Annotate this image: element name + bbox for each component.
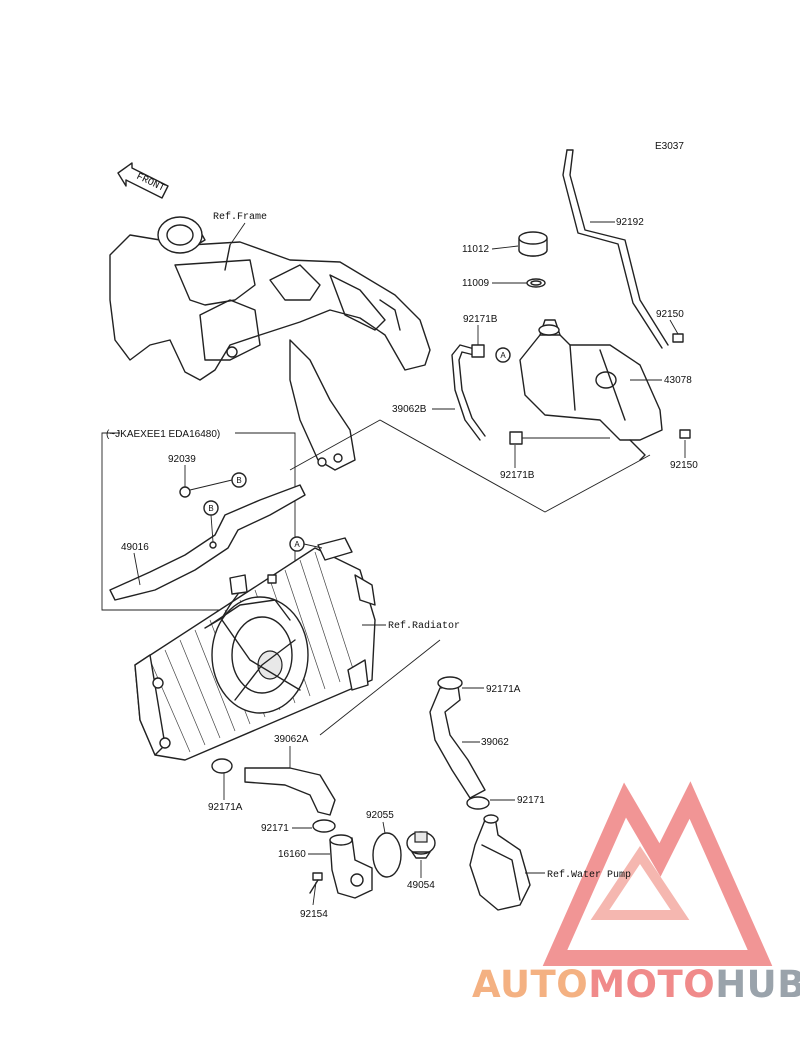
- hose-39062: [429, 685, 486, 799]
- part-43078: 43078: [664, 375, 692, 386]
- radiator-ref-label: Ref.Radiator: [388, 620, 460, 632]
- oring-92055: [372, 832, 402, 878]
- watermark-part-hub: HUB: [715, 963, 800, 1006]
- routing-line-lower: [319, 639, 441, 736]
- svg-text:B: B: [208, 504, 213, 513]
- bracket-49016: [109, 484, 306, 601]
- bolt-92150-top: [672, 333, 684, 343]
- reservoir-tank: [519, 319, 663, 461]
- part-92171B-top: 92171B: [463, 314, 498, 325]
- watermark-part-moto: MOTO: [588, 963, 716, 1006]
- svg-text:A: A: [294, 540, 300, 549]
- routing-line-upper: [289, 419, 651, 513]
- clamp-92171A-left: [211, 758, 233, 774]
- serial-note-box: [101, 432, 296, 611]
- part-92150-bottom: 92150: [670, 460, 698, 471]
- frame-ref-label: Ref.Frame: [213, 211, 267, 223]
- overflow-hose: [566, 149, 669, 346]
- part-16160: 16160: [278, 849, 306, 860]
- part-92150-top: 92150: [656, 309, 684, 320]
- part-39062A: 39062A: [274, 734, 309, 745]
- part-92154: 92154: [300, 909, 328, 920]
- water-pump: [469, 814, 531, 911]
- watermark-wordmark: AUTOMOTOHUB: [472, 963, 800, 1006]
- callout-b-upper: [231, 472, 247, 488]
- bolt-92154: [309, 872, 323, 894]
- part-11009: 11009: [462, 278, 490, 289]
- part-92171B-bottom: 92171B: [500, 470, 535, 481]
- part-92171-right: 92171: [517, 795, 545, 806]
- frame-assembly: [109, 216, 431, 471]
- water-pump-ref-label: Ref.Water Pump: [547, 869, 631, 881]
- clamp-92171-left: [312, 819, 336, 833]
- part-49016: 49016: [121, 542, 149, 553]
- svg-text:A: A: [500, 351, 506, 360]
- part-11012: 11012: [462, 244, 490, 255]
- clamp-92171B-bottom: [509, 431, 523, 445]
- thermostat-49054: [406, 831, 436, 859]
- clamp-92171B-top: [471, 344, 485, 358]
- radiator: [134, 537, 376, 761]
- part-92171-left: 92171: [261, 823, 289, 834]
- part-92171A-right: 92171A: [486, 684, 521, 695]
- clamp-92171A-right: [437, 676, 463, 690]
- watermark-logo: [542, 781, 773, 966]
- reservoir-cap: [518, 231, 548, 257]
- part-39062B: 39062B: [392, 404, 427, 415]
- part-92055: 92055: [366, 810, 394, 821]
- svg-text:B: B: [236, 476, 241, 485]
- callout-a-top: [495, 347, 511, 363]
- bolt-92150-bottom: [679, 429, 691, 439]
- watermark-part-auto: AUTO: [472, 963, 589, 1006]
- front-arrow: FRONT: [117, 162, 169, 199]
- hose-39062B: [451, 344, 486, 441]
- thermostat-housing: [329, 834, 373, 899]
- part-49054: 49054: [407, 880, 435, 891]
- clamp-92171-right: [466, 796, 490, 810]
- nut-92039: [179, 486, 191, 498]
- part-92192: 92192: [616, 217, 644, 228]
- hose-39062A: [244, 767, 336, 816]
- diagram-code: E3037: [655, 141, 684, 152]
- part-92039: 92039: [168, 454, 196, 465]
- part-92171A-left: 92171A: [208, 802, 243, 813]
- part-39062: 39062: [481, 737, 509, 748]
- serial-note: (~JKAEXEE1 EDA16480): [106, 429, 220, 440]
